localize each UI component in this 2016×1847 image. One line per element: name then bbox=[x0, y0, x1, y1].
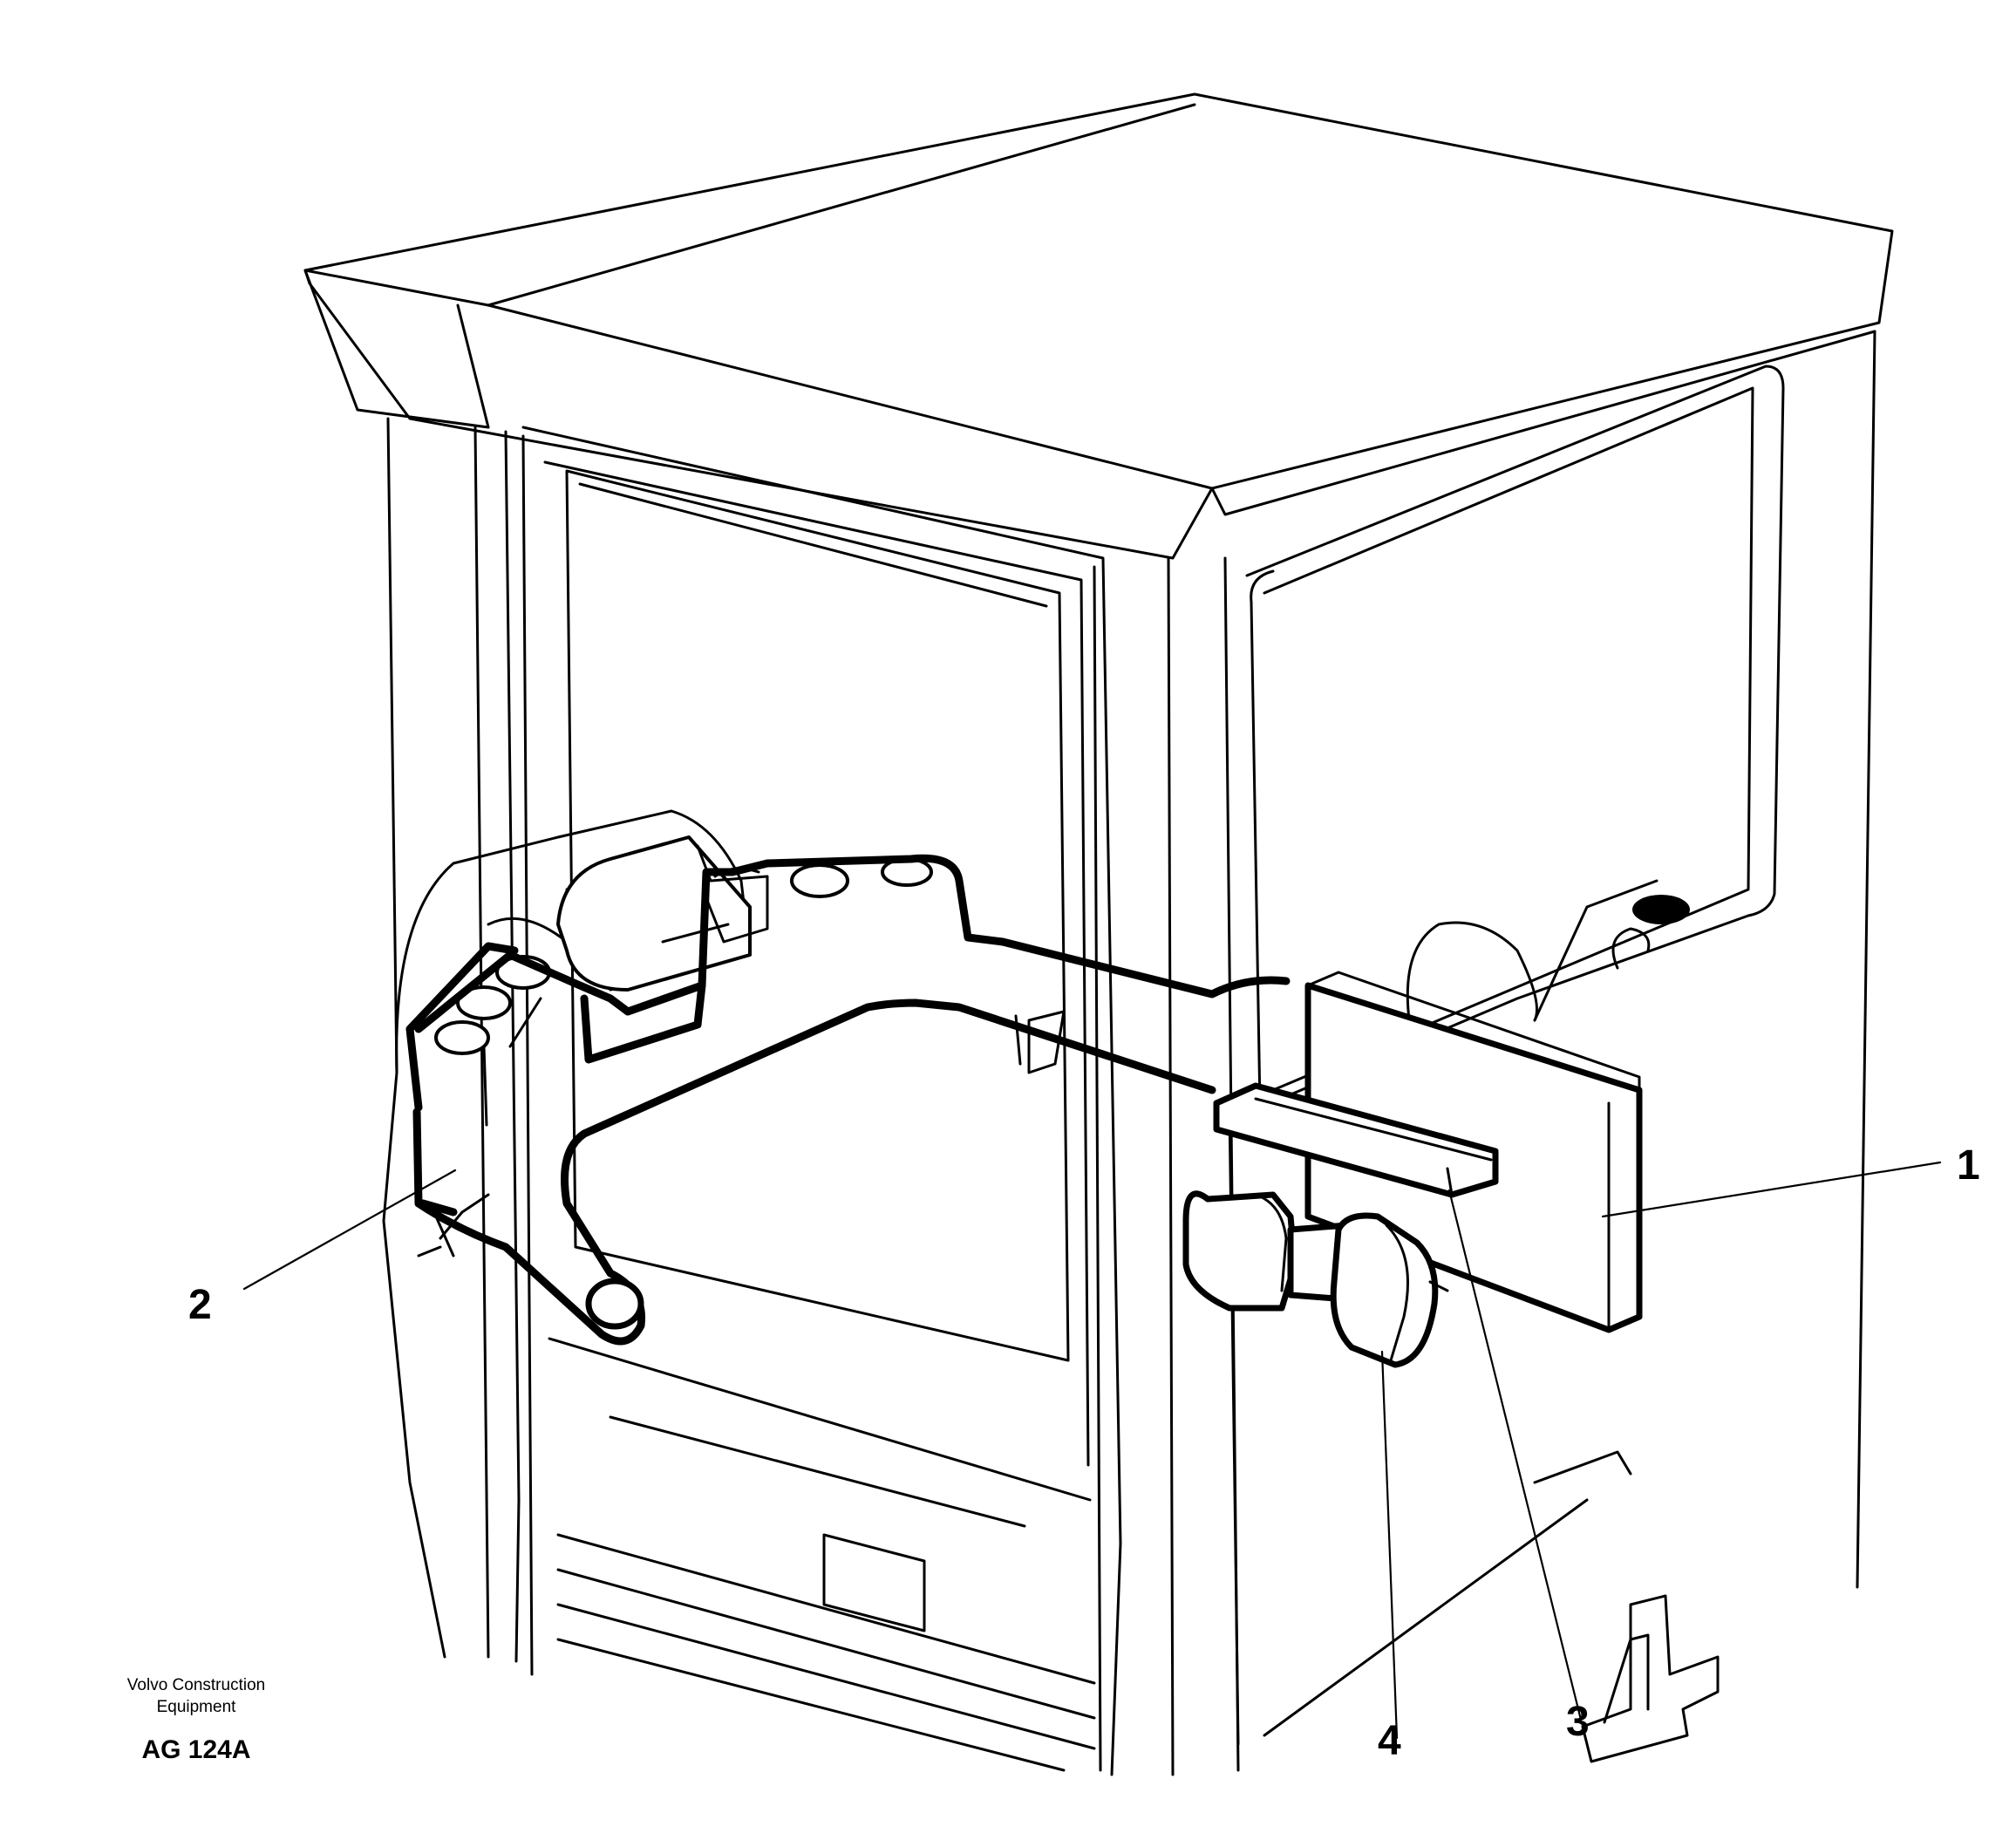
wiring-harness bbox=[412, 854, 1291, 1346]
leader-lines bbox=[242, 1161, 1942, 1740]
cab-right-side bbox=[1223, 330, 1876, 1772]
cab-left-side bbox=[382, 417, 534, 1676]
figure-code: AG 124A bbox=[141, 1735, 251, 1764]
company-caption: Volvo Construction Equipment bbox=[96, 1674, 296, 1718]
company-line-2: Equipment bbox=[156, 1698, 236, 1716]
cab-roof bbox=[303, 92, 1894, 560]
company-line-1: Volvo Construction bbox=[126, 1676, 266, 1694]
connector bbox=[1213, 1082, 1499, 1198]
cab-front-door bbox=[521, 426, 1175, 1776]
callout-4: 4 bbox=[1378, 1718, 1401, 1764]
callout-1: 1 bbox=[1957, 1142, 1980, 1189]
indicator-dot bbox=[1632, 895, 1690, 924]
callout-2: 2 bbox=[188, 1282, 212, 1328]
callout-3: 3 bbox=[1566, 1699, 1590, 1745]
relay-cylinders bbox=[1182, 1190, 1449, 1368]
